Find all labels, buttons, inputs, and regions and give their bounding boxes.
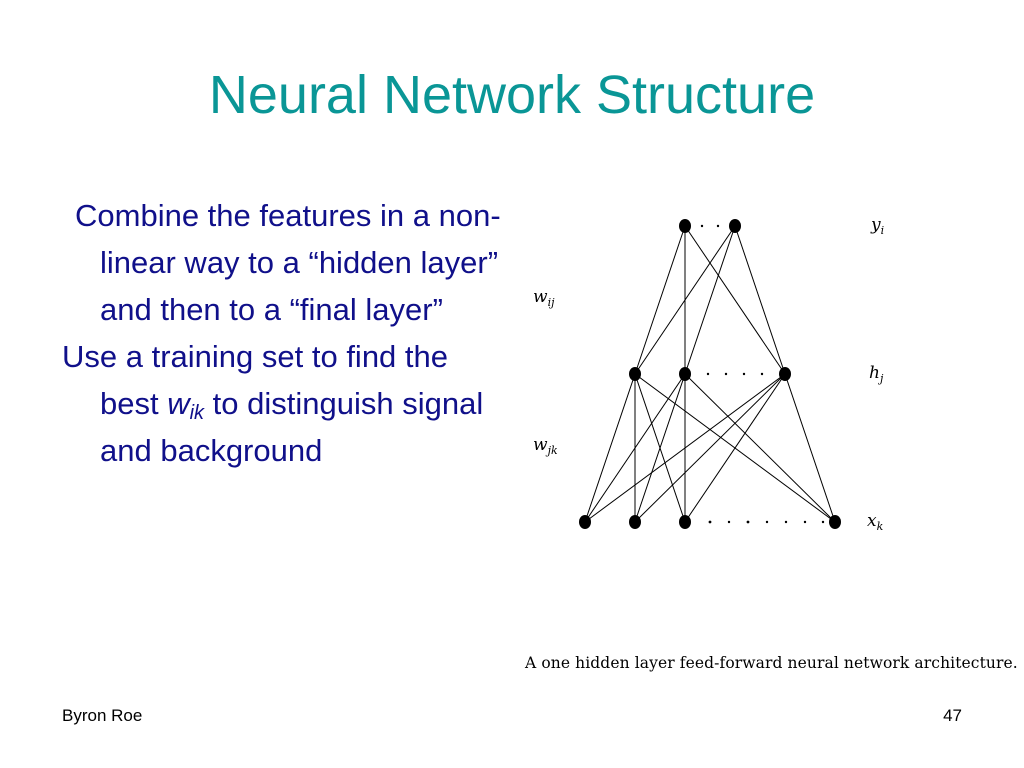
hidden-node xyxy=(679,367,691,381)
w-upper-base: w xyxy=(533,287,548,307)
w-lower-sub: jk xyxy=(545,444,558,457)
hidden-label-sub: j xyxy=(877,372,884,385)
bullet-list: Combine the features in a non-linear way… xyxy=(62,192,512,474)
edge xyxy=(634,373,686,523)
dot xyxy=(746,520,750,524)
weight-upper-label: wij xyxy=(533,287,555,309)
footer-author: Byron Roe xyxy=(62,706,143,725)
edge xyxy=(634,373,836,523)
w-upper-sub: ij xyxy=(548,296,556,309)
weight-variable: w xyxy=(167,386,190,421)
weight-subscript: ik xyxy=(189,402,205,424)
hidden-node xyxy=(629,367,641,381)
output-label-sub: i xyxy=(881,224,885,237)
hidden-label-base: h xyxy=(869,363,880,383)
dot xyxy=(821,520,825,524)
dot xyxy=(742,372,746,376)
edge xyxy=(634,225,686,375)
w-lower-base: w xyxy=(533,435,548,455)
slide-title: Neural Network Structure xyxy=(208,65,816,125)
dot xyxy=(727,520,731,524)
bullet-text-before: Use a training set to find the best xyxy=(62,339,449,421)
output-node xyxy=(729,219,741,233)
edge xyxy=(584,373,636,523)
nodes xyxy=(579,219,841,529)
bullet-text: Combine the features in a non-linear way… xyxy=(75,198,501,327)
dot xyxy=(784,520,788,524)
footer-page-number: 47 xyxy=(943,706,962,725)
connections xyxy=(584,225,836,523)
bullet-item-training: Use a training set to find the best wik … xyxy=(62,333,512,474)
diagram-caption: A one hidden layer feed-forward neural n… xyxy=(525,654,1018,672)
hidden-layer-label: hj xyxy=(869,363,884,385)
hidden-node xyxy=(779,367,791,381)
dot xyxy=(765,520,769,524)
output-layer-label: yi xyxy=(870,215,884,237)
edge xyxy=(684,373,836,523)
output-node xyxy=(679,219,691,233)
input-label-base: x xyxy=(867,511,877,531)
input-layer-label: xk xyxy=(867,511,884,533)
edge xyxy=(734,225,786,375)
input-node xyxy=(679,515,691,529)
dot xyxy=(700,224,704,228)
dot xyxy=(803,520,807,524)
bullet-item-combine: Combine the features in a non-linear way… xyxy=(62,192,512,333)
dot xyxy=(716,224,720,228)
edge xyxy=(784,373,836,523)
dot xyxy=(760,372,764,376)
input-node xyxy=(829,515,841,529)
edge xyxy=(684,225,736,375)
edge xyxy=(634,373,786,523)
edge xyxy=(684,225,786,375)
network-diagram: yi hj xk wij wjk xyxy=(533,215,884,533)
dot xyxy=(724,372,728,376)
input-node xyxy=(629,515,641,529)
output-label-base: y xyxy=(870,215,881,235)
bullet-text-after: to distinguish signal and background xyxy=(100,386,484,468)
ellipsis-dots xyxy=(700,224,825,524)
dot xyxy=(708,520,712,524)
input-node xyxy=(579,515,591,529)
weight-lower-label: wjk xyxy=(533,435,558,457)
dot xyxy=(706,372,710,376)
input-label-sub: k xyxy=(877,520,884,533)
